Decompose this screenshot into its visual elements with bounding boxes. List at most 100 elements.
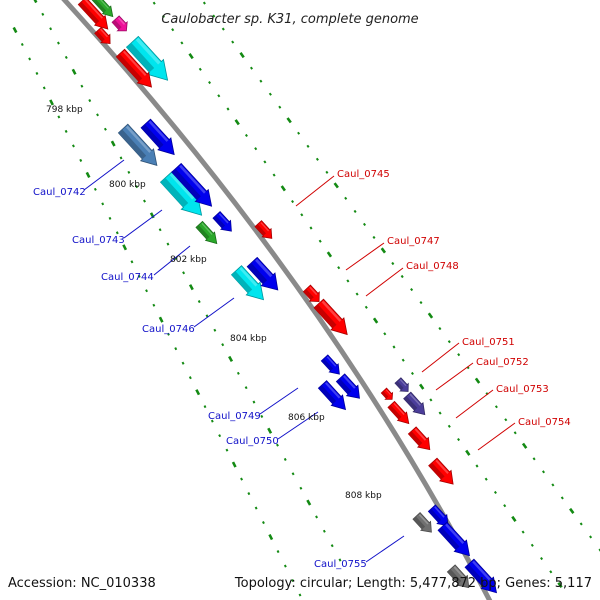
gene-arrow[interactable] (412, 512, 432, 533)
gene-label-caul-0745[interactable]: Caul_0745 (337, 169, 390, 180)
gene-arrow-shade (318, 385, 337, 404)
gene-arrow[interactable] (94, 26, 111, 45)
tick-dot (447, 424, 451, 428)
gene-label-caul-0747[interactable]: Caul_0747 (387, 236, 440, 247)
tick-dot (438, 411, 442, 415)
gene-arrow[interactable] (407, 426, 431, 451)
tick-dot (33, 0, 38, 4)
tick-dot (306, 144, 310, 148)
gene-arrow[interactable] (427, 504, 449, 527)
tick-dot (551, 483, 555, 487)
tick-dot (465, 449, 471, 456)
gene-label-caul-0750[interactable]: Caul_0750 (226, 436, 279, 447)
gene-arrow-shade (428, 462, 445, 480)
tick-dot (49, 27, 53, 31)
gene-arrow[interactable] (313, 298, 348, 336)
tick-dot (79, 158, 83, 162)
tick-dot (263, 160, 267, 164)
gene-arrow[interactable] (387, 400, 410, 425)
label-leader-line (123, 209, 163, 239)
tick-dot (57, 41, 60, 45)
tick-dot (254, 506, 258, 510)
tick-dot (344, 196, 348, 200)
tick-dot (579, 522, 583, 526)
gene-arrow[interactable] (171, 162, 213, 207)
gene-arrow-shade (381, 391, 389, 399)
tick-dot (158, 228, 162, 232)
gene-label-caul-0753[interactable]: Caul_0753 (496, 384, 549, 395)
map-title: Caulobacter sp. K31, complete genome (161, 12, 418, 27)
tick-label: 798 kbp (46, 105, 83, 115)
gene-arrow[interactable] (159, 170, 203, 216)
gene-label-caul-0752[interactable]: Caul_0752 (476, 357, 529, 368)
tick-dot (322, 529, 326, 533)
gene-arrow[interactable] (111, 15, 128, 32)
gene-arrow[interactable] (302, 284, 320, 303)
gene-label-caul-0746[interactable]: Caul_0746 (142, 324, 195, 335)
gene-label-caul-0749[interactable]: Caul_0749 (208, 411, 261, 422)
gene-arrow[interactable] (464, 558, 498, 594)
gene-arrow-shade (388, 405, 402, 420)
gene-arrow[interactable] (254, 220, 273, 239)
gene-label-caul-0755[interactable]: Caul_0755 (314, 559, 367, 570)
tick-dot (283, 457, 287, 461)
label-leader-line (421, 342, 460, 373)
gene-label-caul-0751[interactable]: Caul_0751 (462, 337, 515, 348)
tick-dot (217, 94, 221, 98)
tick-dot (167, 332, 170, 336)
gene-arrow-highlight (385, 389, 391, 395)
tick-dot (166, 242, 170, 246)
gene-label-caul-0744[interactable]: Caul_0744 (101, 272, 154, 283)
gene-arrow[interactable] (115, 48, 153, 88)
gene-arrow-highlight (117, 17, 126, 25)
gene-arrow[interactable] (403, 391, 426, 416)
gene-label-caul-0748[interactable]: Caul_0748 (406, 261, 459, 272)
gene-arrow[interactable] (394, 377, 409, 392)
label-leader-line (435, 362, 474, 391)
gene-arrow-highlight (321, 300, 342, 322)
tick-dot (20, 42, 24, 47)
tick-dot (401, 358, 405, 362)
gene-arrow-body (428, 457, 454, 485)
gene-arrow-highlight (100, 28, 108, 38)
gene-label-caul-0754[interactable]: Caul_0754 (518, 417, 571, 428)
tick-dot (330, 544, 334, 548)
gene-arrow[interactable] (437, 521, 471, 557)
gene-arrow[interactable] (380, 387, 394, 400)
tick-dot (297, 131, 301, 135)
tick-dot (504, 418, 508, 422)
gene-arrow[interactable] (246, 256, 279, 291)
gene-arrow[interactable] (230, 265, 265, 301)
gene-arrow[interactable] (91, 0, 114, 18)
tick-dot (427, 312, 434, 319)
genome-backbone (61, 0, 493, 600)
tick-dot (392, 345, 396, 349)
tick-dot (249, 66, 254, 70)
tick-dot (364, 305, 368, 309)
gene-arrow-highlight (218, 213, 229, 224)
gene-arrow-shade (255, 224, 266, 236)
label-leader-line (83, 159, 125, 191)
gene-arrow[interactable] (320, 354, 340, 375)
tick-dot (286, 117, 292, 124)
tick-dot (309, 226, 313, 230)
gene-arrow[interactable] (317, 380, 347, 411)
gene-label-caul-0742[interactable]: Caul_0742 (33, 187, 86, 198)
tick-dot (419, 301, 423, 305)
gene-arrow[interactable] (335, 373, 360, 399)
gene-arrow[interactable] (125, 35, 169, 81)
gene-arrow-highlight (100, 0, 109, 9)
gene-arrow[interactable] (140, 118, 175, 156)
gene-arrow[interactable] (117, 123, 158, 166)
tick-dot (400, 274, 404, 279)
tick-dot (115, 231, 119, 235)
gene-arrow[interactable] (446, 564, 470, 589)
tick-dot (355, 292, 359, 296)
gene-arrow[interactable] (428, 457, 454, 485)
gene-label-caul-0743[interactable]: Caul_0743 (72, 235, 125, 246)
gene-arrow-shade (141, 124, 164, 149)
gene-arrow[interactable] (195, 220, 218, 245)
gene-arrow-shade (314, 304, 337, 329)
gene-arrow-highlight (84, 0, 103, 19)
gene-arrow[interactable] (212, 211, 232, 232)
